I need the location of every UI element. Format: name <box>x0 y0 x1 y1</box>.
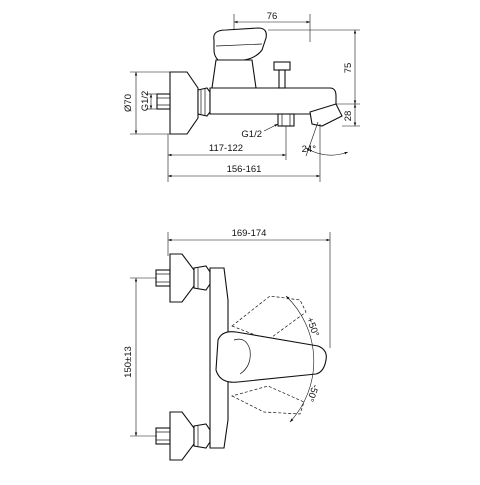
eccentric-nut <box>197 87 211 117</box>
diverter-stem <box>278 69 286 89</box>
side-view: 76 75 28 Ø70 G1/2 <box>123 11 360 182</box>
dim-spout-drop: 28 <box>342 104 360 127</box>
dim-spout-angle: 24° <box>302 121 349 157</box>
rotation-arc <box>285 295 315 423</box>
dim-thread-outlet-label: G1/2 <box>241 129 262 140</box>
dim-projection-short: 117-122 <box>167 126 287 182</box>
dim-169-174-label: 169-174 <box>232 228 267 239</box>
dim-diameter-label: Ø70 <box>123 94 134 112</box>
upper-escutcheon <box>169 253 195 303</box>
spout-tip <box>309 103 343 127</box>
dim-24-label: 24° <box>302 144 317 155</box>
dim-150-label: 150±13 <box>123 346 134 378</box>
lever-handle <box>213 27 267 61</box>
wall-escutcheon <box>169 71 199 135</box>
lower-inlet <box>155 427 171 445</box>
cartridge-housing <box>211 59 257 89</box>
lower-nut <box>193 423 211 449</box>
dim-minus50-label: -50° <box>304 383 320 403</box>
dim-overall-width: 169-174 <box>167 228 331 348</box>
dim-plus50-label: +50° <box>304 316 321 339</box>
lower-escutcheon <box>169 411 195 461</box>
diverter-knob <box>273 61 291 71</box>
dim-thread-left: G1/2 <box>140 91 158 112</box>
dim-28-label: 28 <box>343 111 354 122</box>
dim-156-161-label: 156-161 <box>227 164 262 175</box>
front-lever <box>215 331 327 383</box>
outlet-connector <box>277 113 295 127</box>
dim-76-label: 76 <box>267 11 278 22</box>
wall-connector <box>156 93 171 110</box>
dim-75-label: 75 <box>343 63 354 74</box>
upper-inlet <box>155 269 171 287</box>
dim-center-distance: 150±13 <box>123 277 157 437</box>
dim-117-122-label: 117-122 <box>209 143 243 154</box>
lever-position-down <box>231 385 305 415</box>
dim-diameter: Ø70 <box>123 71 172 135</box>
dim-thread-left-label: G1/2 <box>140 91 151 112</box>
upper-nut <box>193 265 211 291</box>
front-view: +50° -50° 169-174 150±13 <box>123 228 331 461</box>
dim-thread-outlet: G1/2 <box>241 123 279 140</box>
dim-handle-width: 76 <box>233 11 311 42</box>
